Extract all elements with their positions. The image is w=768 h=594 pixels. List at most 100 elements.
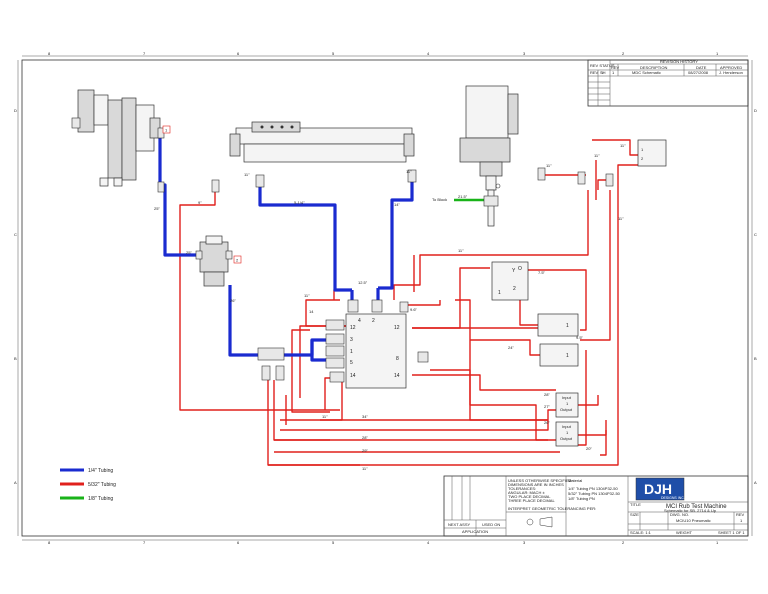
zone-right-a: A bbox=[754, 480, 757, 485]
label-11-valve: 11" bbox=[458, 248, 464, 253]
zone-bottom-8: 1 bbox=[716, 540, 719, 545]
callout-1-label: 1 bbox=[165, 128, 168, 133]
sensor-b-output: Output bbox=[560, 436, 573, 441]
top-right-valve: 1 2 bbox=[637, 139, 667, 167]
flow-sensor-b: Input 1 Output bbox=[555, 421, 579, 447]
valve-box-port-y: Y bbox=[512, 268, 516, 274]
sensor-a-output: Output bbox=[560, 407, 573, 412]
label-14-right: 14" bbox=[394, 202, 400, 207]
rev-value-block: 1 bbox=[740, 518, 743, 523]
zone-top-2: 7 bbox=[143, 51, 146, 56]
top-right-valve-port-1: 1 bbox=[641, 147, 644, 152]
label-11-manifold: 11" bbox=[304, 293, 310, 298]
size-label: SIZE bbox=[630, 512, 639, 517]
dwg-no-value: MCIU10 Pneumatic bbox=[676, 518, 711, 523]
zone-left-d: D bbox=[14, 108, 17, 113]
drawing-title: MCI Rub Test Machine bbox=[666, 504, 727, 510]
manifold-port-left-12: 12 bbox=[350, 325, 356, 331]
zone-bottom-6: 3 bbox=[523, 540, 526, 545]
material-title: Material bbox=[568, 478, 582, 483]
label-11-mid: 11" bbox=[594, 153, 600, 158]
label-11-cyl-right: 11" bbox=[406, 169, 412, 174]
next-assy-label: NEXT ASSY bbox=[448, 522, 470, 527]
label-11-vertical: 11" bbox=[618, 216, 624, 221]
sheet-label: SHEET 1 OF 1 bbox=[718, 530, 745, 535]
label-25b: 25" bbox=[186, 250, 192, 255]
dwg-no-label: DWG. NO. bbox=[670, 512, 689, 517]
drawing-border bbox=[17, 55, 753, 541]
revision-history-title: REVISION HISTORY bbox=[660, 59, 698, 64]
manifold-port-left-1: 1 bbox=[350, 349, 353, 355]
pneumatic-cylinder bbox=[229, 121, 417, 188]
manifold-port-top-4: 4 bbox=[358, 318, 361, 324]
sensor-a-input: Input bbox=[562, 395, 572, 400]
label-12-5: 12.5" bbox=[358, 280, 368, 285]
callout-2: 2 bbox=[233, 255, 242, 264]
sh-subheader: SH bbox=[600, 70, 606, 75]
label-11-bottom: 11" bbox=[362, 466, 368, 471]
material-line-2: 5/32" Tubing PN 1304P32-50 bbox=[568, 491, 621, 496]
label-25a: 25" bbox=[154, 206, 160, 211]
label-14-manifold: 14 bbox=[309, 309, 314, 314]
zone-top-1: 8 bbox=[48, 51, 51, 56]
tb-note-4: ANGULAR: MACH ± bbox=[508, 490, 545, 495]
small-valve-lower-port: 1 bbox=[566, 353, 569, 359]
drawing-subtitle: Schematic for SB. 2714 & Up bbox=[664, 508, 717, 513]
zone-bottom-5: 4 bbox=[427, 540, 430, 545]
date-header: DATE bbox=[696, 65, 707, 70]
valve-box-port-o: O bbox=[518, 266, 522, 272]
tb-note-1: UNLESS OTHERWISE SPECIFIED bbox=[508, 478, 572, 483]
rev-subheader: REV bbox=[590, 70, 599, 75]
approved-header: APPROVED bbox=[720, 65, 742, 70]
rev-header: REV bbox=[611, 65, 620, 70]
zone-top-3: 6 bbox=[237, 51, 240, 56]
manifold-port-top-2: 2 bbox=[372, 318, 375, 324]
revision-history-table: REVISION HISTORY REV STATUS REV DESCRIPT… bbox=[587, 59, 749, 107]
valve-manifold: 4 2 12 3 1 5 14 12 8 14 bbox=[325, 299, 429, 389]
weight-label: WEIGHT bbox=[676, 530, 693, 535]
valve-box-port-2: 2 bbox=[513, 286, 516, 292]
label-20: 20" bbox=[586, 446, 592, 451]
label-24: 24" bbox=[508, 345, 514, 350]
material-line-1: 1/4" Tubing PN 1304P32-50 bbox=[568, 486, 618, 491]
label-28a: 28" bbox=[544, 392, 550, 397]
label-5-1-4: 5-1/4" bbox=[294, 200, 305, 205]
zone-right-b: B bbox=[754, 356, 757, 361]
label-27: 27" bbox=[544, 404, 550, 409]
application-label: APPLICATION bbox=[462, 529, 488, 534]
used-on-label: USED ON bbox=[482, 522, 500, 527]
valve-box-port-1: 1 bbox=[498, 290, 501, 296]
label-9: 9" bbox=[198, 200, 202, 205]
description-header: DESCRIPTION bbox=[640, 65, 667, 70]
zone-top-4: 5 bbox=[332, 51, 335, 56]
label-26b: 26" bbox=[544, 420, 550, 425]
flow-sensor-a: Input 1 Output bbox=[555, 392, 579, 418]
small-valve-upper-port: 1 bbox=[566, 323, 569, 329]
approved-value: J. Henderson bbox=[719, 70, 743, 75]
tb-note-5: TWO PLACE DECIMAL bbox=[508, 494, 551, 499]
filter-regulator-unit bbox=[71, 89, 165, 193]
label-11-cyl-left: 11" bbox=[244, 172, 250, 177]
tb-note-7: INTERPRET GEOMETRIC TOLERANCING PER: bbox=[508, 506, 596, 511]
zone-right-d: D bbox=[754, 108, 757, 113]
callout-1: 1 bbox=[162, 125, 171, 134]
label-29: 29" bbox=[362, 448, 368, 453]
company-logo-text: DJH bbox=[644, 481, 672, 497]
date-value: 08/27/2008 bbox=[688, 70, 709, 75]
third-angle-projection-icon bbox=[526, 516, 553, 528]
sensor-b-mid: 1 bbox=[566, 430, 569, 435]
sensor-a-mid: 1 bbox=[566, 401, 569, 406]
small-valve-upper: 1 bbox=[537, 313, 579, 337]
label-9-6: 9.6" bbox=[410, 307, 418, 312]
zone-top-6: 3 bbox=[523, 51, 526, 56]
company-logo: DJH DESIGNS INC. bbox=[635, 477, 685, 501]
legend-label-1-8: 1/8" Tubing bbox=[88, 496, 113, 502]
regulator-unit bbox=[195, 235, 233, 287]
zone-bottom-1: 8 bbox=[48, 540, 51, 545]
zone-bottom-4: 5 bbox=[332, 540, 335, 545]
description-value: MDC Schematic bbox=[632, 70, 661, 75]
legend-label-1-4: 1/4" Tubing bbox=[88, 468, 113, 474]
zone-bottom-7: 2 bbox=[622, 540, 625, 545]
sh-value: 1 bbox=[601, 70, 604, 75]
